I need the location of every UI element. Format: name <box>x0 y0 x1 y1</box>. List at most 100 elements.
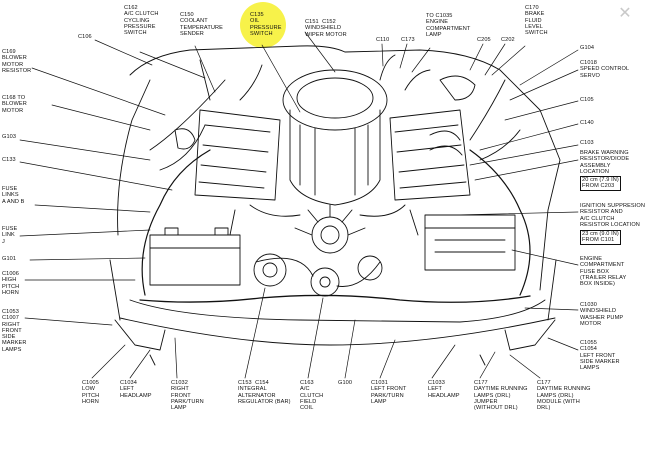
alternator <box>253 253 287 287</box>
leader-c168 <box>51 104 151 131</box>
right-headlamp-area <box>114 319 166 351</box>
label-c202: C202 <box>501 37 515 43</box>
ignition-dim-2: FROM C101 <box>582 237 615 244</box>
label-to-c1035: TO C1035 ENGINE COMPARTMENT LAMP <box>426 13 471 38</box>
leader-brake-warning <box>474 159 579 181</box>
label-c150: C150 COOLANT TEMPERATURE SENDER <box>180 12 223 37</box>
label-brake-warning: BRAKE WARNING RESISTOR/DIODE ASSEMBLY LO… <box>580 150 630 175</box>
label-c169: C169 BLOWER MOTOR RESISTOR <box>2 49 32 74</box>
leader-c1005 <box>91 344 126 379</box>
leader-c1034 <box>129 349 151 379</box>
label-g103: G103 <box>2 134 17 140</box>
label-c135: C135 OIL PRESSURE SWITCH <box>250 12 282 37</box>
battery <box>149 234 241 286</box>
label-c168: C168 TO BLOWER MOTOR <box>2 95 27 114</box>
leader-c173 <box>399 43 408 69</box>
label-ignition-suppression: IGNITION SUPPRESION RESISTOR AND A/C CLU… <box>580 203 645 228</box>
distributor-cap <box>311 216 349 254</box>
radiator-support <box>129 299 546 323</box>
leader-c1033 <box>431 344 456 379</box>
label-c1005: C1005 LOW PITCH HORN <box>82 380 100 405</box>
ac-compressor-pulley <box>310 267 340 297</box>
label-c106: C106 <box>78 34 92 40</box>
close-icon[interactable]: ✕ <box>618 2 632 22</box>
label-engine-fuse-box: ENGINE COMPARTMENT FUSE BOX (TRAILER REL… <box>580 256 627 288</box>
fuse-box-outline <box>424 214 516 271</box>
leader-c162 <box>139 51 206 79</box>
leader-c151 <box>304 31 336 73</box>
leader-c135 <box>261 44 301 113</box>
leader-c150 <box>194 45 216 93</box>
label-c1030: C1030 WINDSHIELD WASHER PUMP MOTOR <box>580 302 624 327</box>
leader-fuse-ab <box>34 204 151 213</box>
label-ignition-distance: 23 cm (9.0 IN) FROM C101 <box>580 230 621 245</box>
label-c103: C103 <box>580 140 594 146</box>
leader-c170 <box>491 45 526 76</box>
leader-c103 <box>469 144 579 166</box>
label-g101: G101 <box>2 256 17 262</box>
leader-c133 <box>19 161 173 191</box>
leader-c110 <box>381 43 384 67</box>
label-fuse-link-j: FUSE LINK J <box>2 226 18 245</box>
leader-c1053 <box>24 317 113 326</box>
leader-c177a <box>479 351 496 379</box>
leader-c1032 <box>174 337 178 379</box>
label-c1034: C1034 LEFT HEADLAMP <box>120 380 152 399</box>
leader-c1018 <box>509 69 579 101</box>
label-c140: C140 <box>580 120 594 126</box>
leader-c1031 <box>379 339 396 379</box>
label-c110: C110 <box>376 37 390 43</box>
leader-c169 <box>31 67 166 116</box>
label-c173: C173 <box>401 37 415 43</box>
label-c177-jumper: C177 DAYTIME RUNNING LAMPS (DRL) JUMPER … <box>474 380 528 412</box>
label-c1018: C1018 SPEED CONTROL SERVO <box>580 60 630 79</box>
label-c163: C163 A/C CLUTCH FIELD COIL <box>300 380 324 412</box>
leader-to-c1035 <box>411 47 431 73</box>
main-harness <box>139 294 531 303</box>
label-c177-module: C177 DAYTIME RUNNING LAMPS (DRL) MODULE … <box>537 380 591 412</box>
leader-g103 <box>19 139 151 161</box>
brake-warning-dim-2: FROM C203 <box>582 183 615 190</box>
label-c170: C170 BRAKE FLUID LEVEL SWITCH <box>525 5 548 37</box>
label-c133: C133 <box>2 157 16 163</box>
leader-c163 <box>307 297 324 379</box>
left-valve-cover <box>194 109 281 201</box>
leader-c106 <box>94 39 153 66</box>
label-c151-c152: C151 C152 WINDSHIELD WIPER MOTOR <box>305 19 347 38</box>
label-c1032: C1032 RIGHT FRONT PARK/TURN LAMP <box>171 380 204 412</box>
label-c205: C205 <box>477 37 491 43</box>
fender-left-outline <box>129 45 346 76</box>
leader-c153 <box>244 287 266 379</box>
label-c1006: C1006 HIGH PITCH HORN <box>2 271 20 296</box>
label-c105: C105 <box>580 97 594 103</box>
front-bumper-line <box>119 317 556 346</box>
leader-fuse-j <box>19 229 151 237</box>
leader-c140 <box>479 123 579 151</box>
label-c153-c154: C153 C154 INTEGRAL ALTERNATOR REGULATOR … <box>238 380 291 405</box>
leader-c177b <box>509 354 541 379</box>
label-fuse-links-ab: FUSE LINKS A AND B <box>2 186 25 205</box>
leader-ignition <box>454 211 579 216</box>
air-cleaner <box>282 69 388 131</box>
leader-g100 <box>344 319 356 379</box>
leader-c1055 <box>547 337 579 351</box>
label-brake-warning-distance: 20 cm (7.9 IN) FROM C203 <box>580 176 621 191</box>
leader-c105 <box>504 100 579 121</box>
leader-c205 <box>469 43 484 71</box>
label-g104: G104 <box>580 45 595 51</box>
ignition-dim-1: 23 cm (9.0 IN) <box>582 231 619 237</box>
left-headlamp-area <box>504 319 556 351</box>
label-g100: G100 <box>338 380 353 386</box>
right-valve-cover <box>389 109 471 201</box>
leader-c1030 <box>524 307 579 311</box>
c135-highlight <box>240 2 286 48</box>
leader-fuse-box <box>511 249 579 266</box>
label-c1031: C1031 LEFT FRONT PARK/TURN LAMP <box>371 380 407 405</box>
label-c1053: C1053 C1007 RIGHT FRONT SIDE MARKER LAMP… <box>2 309 27 353</box>
leader-g101 <box>29 257 146 261</box>
brake-warning-dim-1: 20 cm (7.9 IN) <box>582 177 619 183</box>
leader-g104 <box>519 49 579 86</box>
label-c162: C162 A/C CLUTCH CYCLING PRESSURE SWITCH <box>124 5 159 37</box>
